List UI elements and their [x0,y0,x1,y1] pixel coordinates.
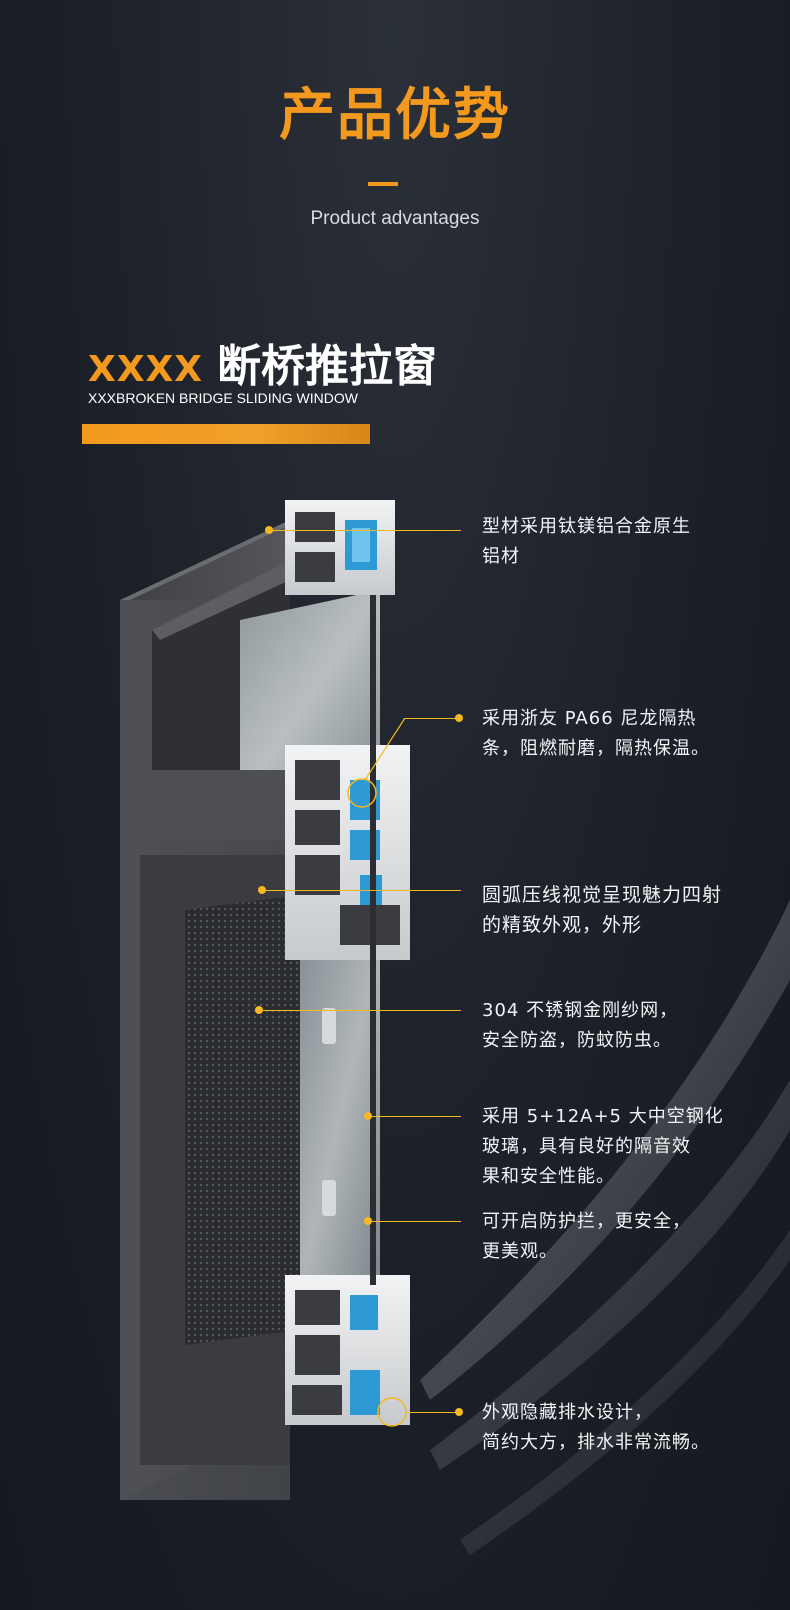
feature-2-line2: 条，阻燃耐磨，隔热保温。 [482,738,710,759]
feature-2: 采用浙友 PA66 尼龙隔热 条，阻燃耐磨，隔热保温。 [482,704,710,764]
feature-1-line2: 铝材 [482,546,520,567]
feature-5-line2: 玻璃，具有良好的隔音效 [482,1136,691,1157]
feature-5-line1: 采用 5+12A+5 大中空钢化 [482,1106,724,1127]
callout-line-4 [263,1010,461,1011]
feature-3-line1: 圆弧压线视觉呈现魅力四射 [482,884,723,906]
callout-dot-2 [455,714,463,722]
product-accent-bar [82,424,370,444]
callout-line-3 [266,890,461,891]
feature-1-line1: 型材采用钛镁铝合金原生 [482,516,691,537]
feature-3-line2: 的精致外观，外形 [482,914,643,936]
callout-line-7 [406,1412,457,1413]
callout-line-6 [372,1221,461,1222]
callout-dot-4 [255,1006,263,1014]
feature-7: 外观隐藏排水设计， 简约大方，排水非常流畅。 [482,1398,710,1458]
product-heading: XXXX 断桥推拉窗 [88,330,437,394]
feature-5-line3: 果和安全性能。 [482,1166,615,1187]
feature-7-line1: 外观隐藏排水设计， [482,1402,653,1423]
product-name-en: XXXBROKEN BRIDGE SLIDING WINDOW [88,390,358,406]
product-name: 断桥推拉窗 [217,341,438,392]
feature-3: 圆弧压线视觉呈现魅力四射 的精致外观，外形 [482,880,722,940]
feature-4: 304 不锈钢金刚纱网， 安全防盗，防蚊防虫。 [482,996,678,1056]
feature-4-line1: 304 不锈钢金刚纱网， [482,1000,679,1021]
callout-dot-3 [258,886,266,894]
feature-6: 可开启防护拦，更安全， 更美观。 [482,1207,691,1267]
callout-dot-6 [364,1217,372,1225]
bottom-profile [285,1275,410,1425]
feature-6-line1: 可开启防护拦，更安全， [482,1211,691,1232]
feature-2-line1: 采用浙友 PA66 尼龙隔热 [482,708,697,729]
callout-dot-7 [455,1408,463,1416]
feature-6-line2: 更美观。 [482,1241,558,1262]
page-title: 产品优势 [279,83,511,148]
title-divider [368,182,398,186]
callout-dot-1 [265,526,273,534]
callout-line-2 [405,718,457,719]
callout-dot-5 [364,1112,372,1120]
middle-profile [285,745,410,960]
feature-4-line2: 安全防盗，防蚊防虫。 [482,1030,672,1051]
page-subtitle: Product advantages [310,208,480,229]
feature-7-line2: 简约大方，排水非常流畅。 [482,1432,710,1453]
product-code: XXXX [88,349,204,390]
top-profile [285,500,395,595]
callout-line-5 [372,1116,461,1117]
feature-1: 型材采用钛镁铝合金原生 铝材 [482,512,691,572]
callout-line-1 [273,530,461,531]
feature-5: 采用 5+12A+5 大中空钢化 玻璃，具有良好的隔音效 果和安全性能。 [482,1102,724,1192]
